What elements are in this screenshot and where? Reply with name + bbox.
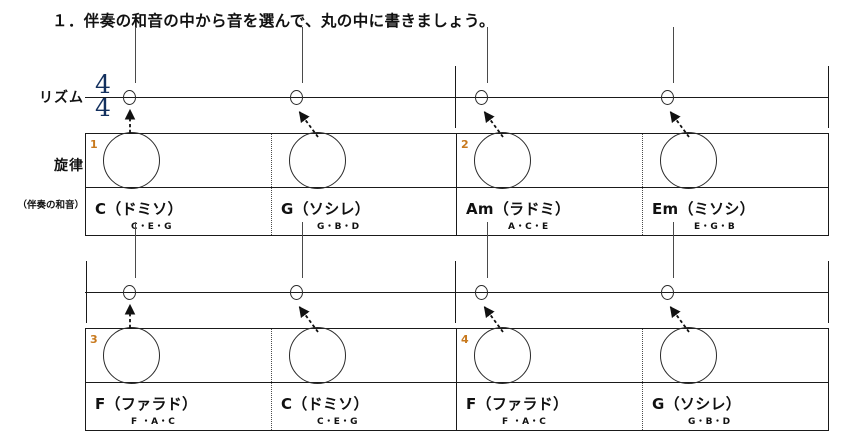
- measure-number-1: 1: [90, 138, 98, 151]
- note-stem: [487, 27, 488, 83]
- note-stem: [135, 222, 136, 278]
- answer-grid-row2: [85, 328, 829, 431]
- note-stem: [302, 27, 303, 83]
- note-stem: [673, 222, 674, 278]
- note-head-icon: [475, 285, 488, 300]
- note-head-icon: [290, 90, 303, 105]
- chord-name-row2-m2: C（ドミソ）: [281, 395, 369, 413]
- grid-row-separator-row1: [85, 187, 829, 188]
- rhythm-barline-middle-row1: [455, 66, 456, 128]
- rhythm-barline-middle-row2: [455, 261, 456, 323]
- label-chord-row1: （伴奏の和音）: [17, 200, 84, 211]
- note-head-icon: [290, 285, 303, 300]
- answer-circle-row2-m3[interactable]: [474, 327, 531, 384]
- grid-divider-dotted-row2-2: [642, 329, 643, 430]
- chord-notes-row2-m2: C・E・G: [317, 417, 359, 427]
- rhythm-staff-line-row2: [85, 292, 829, 293]
- chord-notes-row1-m2: G・B・D: [317, 222, 360, 232]
- chord-name-row2-m1: F（ファラド）: [95, 395, 198, 413]
- chord-name-row2-m3: F（ファラド）: [466, 395, 569, 413]
- grid-divider-solid-row2: [456, 329, 457, 430]
- note-head-icon: [475, 90, 488, 105]
- note-head-icon: [123, 90, 136, 105]
- answer-circle-row2-m4[interactable]: [660, 327, 717, 384]
- chord-notes-row1-m4: E・G・B: [694, 222, 736, 232]
- note-stem: [673, 27, 674, 83]
- rhythm-barline-start-row2: [86, 261, 87, 323]
- chord-name-row1-m4: Em（ミソシ）: [652, 200, 755, 218]
- label-melody-row1: 旋律: [54, 158, 84, 174]
- page-title: １．伴奏の和音の中から音を選んで、丸の中に書きましょう。: [52, 12, 495, 30]
- grid-row-separator-row2: [85, 382, 829, 383]
- measure-number-4: 4: [461, 333, 469, 346]
- answer-grid-row1: [85, 133, 829, 236]
- chord-notes-row2-m3: F ・A・C: [502, 417, 547, 427]
- rhythm-barline-end-row1: [828, 66, 829, 128]
- time-signature-denominator: 4: [95, 93, 111, 122]
- grid-divider-dotted-row1-2: [642, 134, 643, 235]
- note-stem: [487, 222, 488, 278]
- chord-name-row1-m2: G（ソシレ）: [281, 200, 371, 218]
- chord-name-row1-m3: Am（ラドミ）: [466, 200, 571, 218]
- answer-circle-row2-m2[interactable]: [289, 327, 346, 384]
- answer-circle-row1-m4[interactable]: [660, 132, 717, 189]
- chord-notes-row1-m3: A・C・E: [508, 222, 549, 232]
- grid-divider-dotted-row2-1: [271, 329, 272, 430]
- rhythm-barline-end-row2: [828, 261, 829, 323]
- measure-number-2: 2: [461, 138, 469, 151]
- answer-circle-row1-m1[interactable]: [103, 132, 160, 189]
- chord-notes-row2-m1: F ・A・C: [131, 417, 176, 427]
- chord-name-row2-m4: G（ソシレ）: [652, 395, 742, 413]
- chord-notes-row2-m4: G・B・D: [688, 417, 731, 427]
- note-head-icon: [661, 285, 674, 300]
- note-stem: [302, 222, 303, 278]
- grid-divider-solid-row1: [456, 134, 457, 235]
- answer-circle-row1-m2[interactable]: [289, 132, 346, 189]
- note-stem: [135, 27, 136, 83]
- note-head-icon: [661, 90, 674, 105]
- time-signature-numerator: 4: [95, 70, 111, 99]
- note-head-icon: [123, 285, 136, 300]
- answer-circle-row1-m3[interactable]: [474, 132, 531, 189]
- chord-name-row1-m1: C（ドミソ）: [95, 200, 183, 218]
- rhythm-staff-line-row1: [85, 97, 829, 98]
- chord-notes-row1-m1: C・E・G: [131, 222, 173, 232]
- time-signature-row1: 4 4: [92, 70, 114, 122]
- answer-circle-row2-m1[interactable]: [103, 327, 160, 384]
- measure-number-3: 3: [90, 333, 98, 346]
- label-rhythm-row1: リズム: [39, 90, 84, 106]
- grid-divider-dotted-row1-1: [271, 134, 272, 235]
